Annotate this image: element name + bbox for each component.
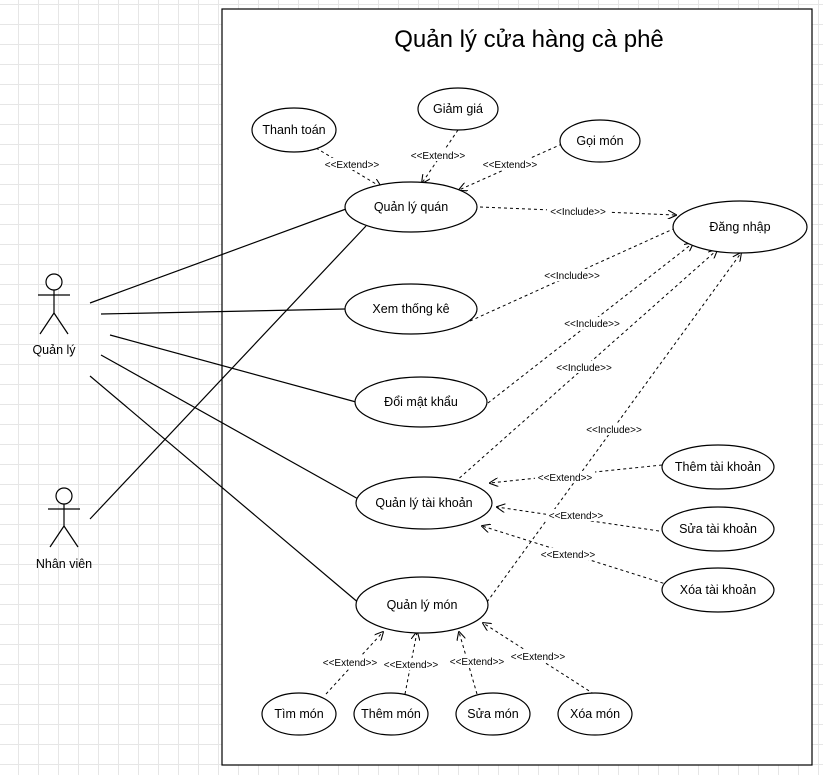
usecase-label: Tìm món [274, 707, 323, 721]
extend-label: <<Extend>> [325, 160, 380, 171]
usecase-xoa-mon[interactable]: Xóa món [557, 692, 633, 736]
usecase-tim-mon[interactable]: Tìm món [261, 692, 337, 736]
extend-label: <<Extend>> [411, 151, 466, 162]
include-label: <<Include>> [564, 319, 620, 330]
usecase-dang-nhap[interactable]: Đăng nhập [672, 200, 808, 254]
system-title: Quản lý cửa hàng cà phê [394, 26, 664, 53]
usecase-label: Thêm tài khoản [675, 460, 761, 474]
include-label: <<Include>> [544, 271, 600, 282]
extend-label: <<Extend>> [384, 660, 439, 671]
extend-label: <<Extend>> [323, 658, 378, 669]
extend-label: <<Extend>> [450, 657, 505, 668]
extend-label: <<Extend>> [511, 652, 566, 663]
usecase-quan-ly-mon[interactable]: Quản lý món [355, 576, 489, 634]
usecase-them-tai-khoan[interactable]: Thêm tài khoản [661, 444, 775, 490]
usecase-sua-mon[interactable]: Sửa món [455, 692, 531, 736]
assoc-staff-quan-ly-quan [89, 225, 367, 520]
actor-leg-left [49, 525, 65, 548]
extend-xoa-mon [483, 623, 595, 695]
include-label: <<Include>> [550, 207, 606, 218]
actor-head [45, 273, 63, 291]
usecase-xem-thong-ke[interactable]: Xem thống kê [344, 283, 478, 335]
usecase-label: Gọi món [576, 134, 623, 148]
usecase-label: Thanh toán [262, 123, 325, 137]
usecase-quan-ly-quan[interactable]: Quản lý quán [344, 181, 478, 233]
usecase-label: Xóa tài khoản [680, 583, 756, 597]
assoc-manager-quan-ly-tai-khoan [100, 354, 361, 501]
usecase-label: Xóa món [570, 707, 620, 721]
assoc-manager-quan-ly-mon [89, 375, 361, 605]
usecase-goi-mon[interactable]: Gọi món [559, 119, 641, 163]
usecase-label: Quản lý món [387, 598, 458, 612]
actor-head [55, 487, 73, 505]
include-label: <<Include>> [586, 425, 642, 436]
actor-leg-right [53, 312, 69, 335]
usecase-sua-tai-khoan[interactable]: Sửa tài khoản [661, 506, 775, 552]
usecase-xoa-tai-khoan[interactable]: Xóa tài khoản [661, 567, 775, 613]
actor-leg-right [63, 525, 79, 548]
usecase-label: Đăng nhập [709, 220, 770, 234]
extend-label: <<Extend>> [541, 550, 596, 561]
usecase-doi-mat-khau[interactable]: Đổi mật khẩu [354, 376, 488, 428]
actor-quan-ly[interactable]: Quản lý [32, 273, 76, 357]
usecase-label: Quản lý quán [374, 200, 448, 214]
usecase-label: Đổi mật khẩu [384, 395, 458, 409]
extend-label: <<Extend>> [538, 473, 593, 484]
usecase-thanh-toan[interactable]: Thanh toán [251, 107, 337, 153]
usecase-label: Giảm giá [433, 102, 483, 116]
usecase-label: Thêm món [361, 707, 421, 721]
actor-label: Quản lý [32, 343, 76, 357]
extend-label: <<Extend>> [483, 160, 538, 171]
actor-leg-left [39, 312, 55, 335]
usecase-label: Xem thống kê [372, 302, 449, 316]
usecase-them-mon[interactable]: Thêm món [353, 692, 429, 736]
assoc-manager-doi-mat-khau [109, 334, 357, 403]
usecase-giam-gia[interactable]: Giảm giá [417, 87, 499, 131]
include-label: <<Include>> [556, 363, 612, 374]
usecase-label: Quản lý tài khoản [375, 496, 472, 510]
assoc-manager-quan-ly-quan [89, 208, 347, 304]
associations [89, 208, 367, 605]
extend-label: <<Extend>> [549, 511, 604, 522]
actor-nhan-vien[interactable]: Nhân viên [36, 487, 92, 571]
usecase-label: Sửa tài khoản [679, 522, 757, 536]
usecase-quan-ly-tai-khoan[interactable]: Quản lý tài khoản [355, 476, 493, 530]
actor-label: Nhân viên [36, 557, 92, 571]
relation-labels: <<Extend>> <<Extend>> <<Extend>> <<Inclu… [320, 149, 645, 671]
include-doi-mat-khau [487, 243, 693, 404]
usecase-label: Sửa món [467, 707, 518, 721]
assoc-manager-xem-thong-ke [100, 308, 346, 315]
